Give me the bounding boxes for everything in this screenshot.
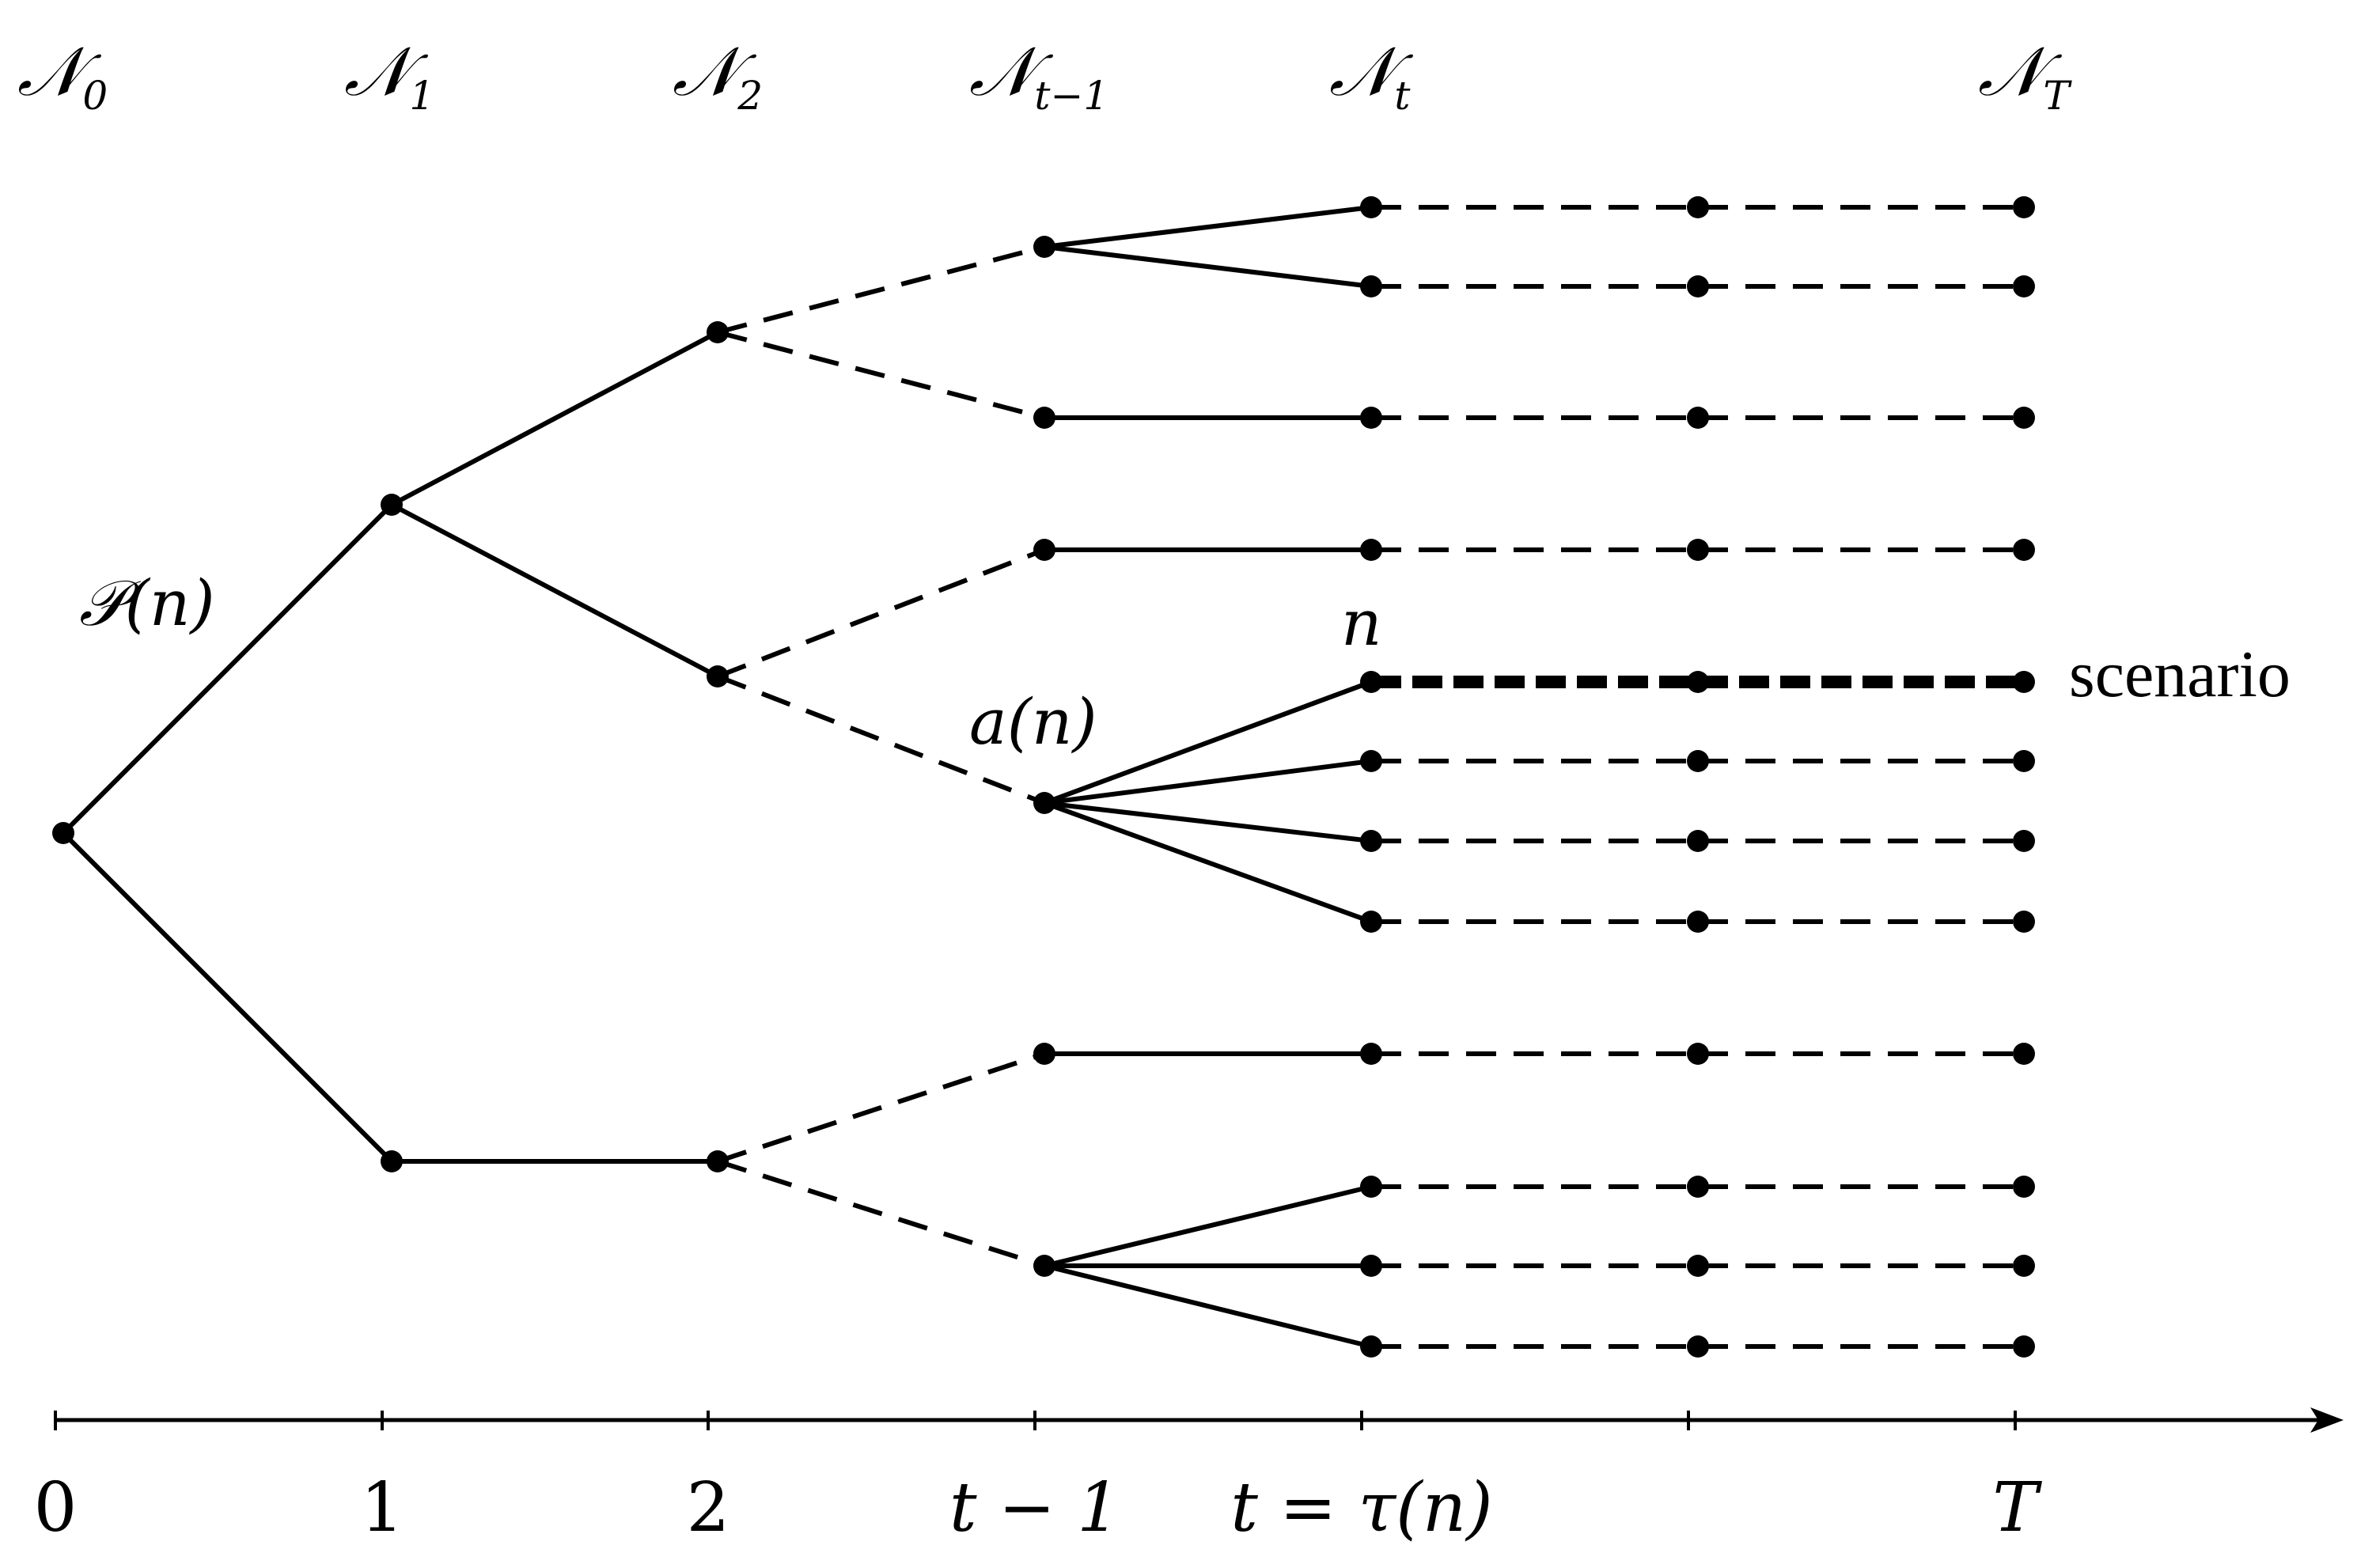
axis-labels: 0 1 2 t − 1 t = τ(n) T xyxy=(34,1468,2043,1547)
tree-node xyxy=(1687,196,1709,218)
tree-node xyxy=(1687,911,1709,933)
axis-label-0: 0 xyxy=(34,1468,78,1547)
tree-node xyxy=(2013,1255,2035,1277)
tree-edge xyxy=(1044,1184,1372,1268)
tree-node xyxy=(1360,407,1382,429)
stage-label-0: 𝒩0 xyxy=(17,32,108,119)
tree-node xyxy=(1687,1176,1709,1198)
stage-label-2: 𝒩2 xyxy=(673,32,763,119)
tree-edge xyxy=(61,502,394,835)
tree-node xyxy=(707,665,729,687)
stage-label-T: 𝒩T xyxy=(1978,32,2072,119)
axis-label-t-minus-1: t − 1 xyxy=(949,1468,1120,1547)
tree-node xyxy=(1360,911,1382,933)
tree-edge xyxy=(717,1051,1045,1164)
predecessor-label: 𝒫(n) xyxy=(79,566,215,640)
tree-node xyxy=(2013,1176,2035,1198)
tree-node xyxy=(381,1150,403,1172)
tree-node xyxy=(1033,1043,1055,1065)
tree-edge xyxy=(1043,680,1373,805)
stage-label-t-minus-1: 𝒩t−1 xyxy=(969,32,1108,119)
tree-node xyxy=(2013,196,2035,218)
tree-edge xyxy=(1044,759,1372,805)
tree-edge xyxy=(717,1159,1045,1268)
tree-node xyxy=(1360,539,1382,561)
axis-label-T: T xyxy=(1992,1468,2042,1547)
tree-edge xyxy=(1043,801,1373,924)
stage-labels: 𝒩0 𝒩1 𝒩2 𝒩t−1 𝒩t 𝒩T xyxy=(17,32,2072,119)
tree-node xyxy=(1687,275,1709,297)
tree-edge xyxy=(390,502,719,679)
scenario-label: scenario xyxy=(2069,638,2291,711)
tree-node xyxy=(2013,1335,2035,1358)
tree-node xyxy=(1687,407,1709,429)
tree-edges xyxy=(61,205,2024,1349)
tree-node xyxy=(1687,830,1709,852)
stage-label-t: 𝒩t xyxy=(1329,32,1414,119)
tree-node xyxy=(1360,1043,1382,1065)
tree-node xyxy=(1360,1176,1382,1198)
ancestor-label: a(n) xyxy=(969,685,1097,759)
tree-node xyxy=(2013,539,2035,561)
tree-node xyxy=(1033,1255,1055,1277)
tree-node xyxy=(1687,539,1709,561)
tree-node xyxy=(1687,1335,1709,1358)
tree-node xyxy=(2013,750,2035,772)
tree-edge xyxy=(61,831,394,1164)
node-n-label: n xyxy=(1341,586,1382,660)
tree-node xyxy=(1360,1255,1382,1277)
tree-node xyxy=(381,494,403,516)
tree-node xyxy=(1360,275,1382,297)
tree-node xyxy=(1033,539,1055,561)
tree-node xyxy=(52,822,74,844)
tree-node xyxy=(1360,830,1382,852)
tree-edge xyxy=(1044,205,1372,249)
tree-node xyxy=(707,321,729,343)
stage-label-1: 𝒩1 xyxy=(344,32,434,119)
tree-node xyxy=(2013,911,2035,933)
tree-nodes xyxy=(52,196,2035,1358)
time-axis-arrowhead xyxy=(2310,1407,2344,1433)
tree-edge xyxy=(717,244,1045,335)
tree-node xyxy=(2013,671,2035,693)
tree-node xyxy=(2013,275,2035,297)
axis-label-1: 1 xyxy=(361,1468,404,1547)
tree-edge xyxy=(716,547,1046,679)
axis-label-2: 2 xyxy=(687,1468,730,1547)
tree-edge xyxy=(1044,1263,1372,1349)
tree-node xyxy=(1360,671,1382,693)
tree-edge xyxy=(390,330,719,507)
tree-node xyxy=(1033,792,1055,814)
time-axis xyxy=(54,1407,2344,1433)
tree-node xyxy=(2013,1043,2035,1065)
tree-node xyxy=(1687,671,1709,693)
tree-edge xyxy=(1044,801,1372,843)
tree-node xyxy=(1033,236,1055,258)
tree-node xyxy=(1687,750,1709,772)
tree-node xyxy=(1360,750,1382,772)
tree-node xyxy=(1033,407,1055,429)
tree-node xyxy=(2013,830,2035,852)
tree-node xyxy=(2013,407,2035,429)
tree-node xyxy=(707,1150,729,1172)
tree-node xyxy=(1687,1043,1709,1065)
tree-edge xyxy=(717,330,1045,420)
tree-node xyxy=(1360,196,1382,218)
tree-node xyxy=(1360,1335,1382,1358)
tree-edge xyxy=(1044,244,1372,289)
axis-label-t-tau: t = τ(n) xyxy=(1230,1468,1492,1547)
tree-node xyxy=(1687,1255,1709,1277)
tree-edge xyxy=(716,674,1046,805)
